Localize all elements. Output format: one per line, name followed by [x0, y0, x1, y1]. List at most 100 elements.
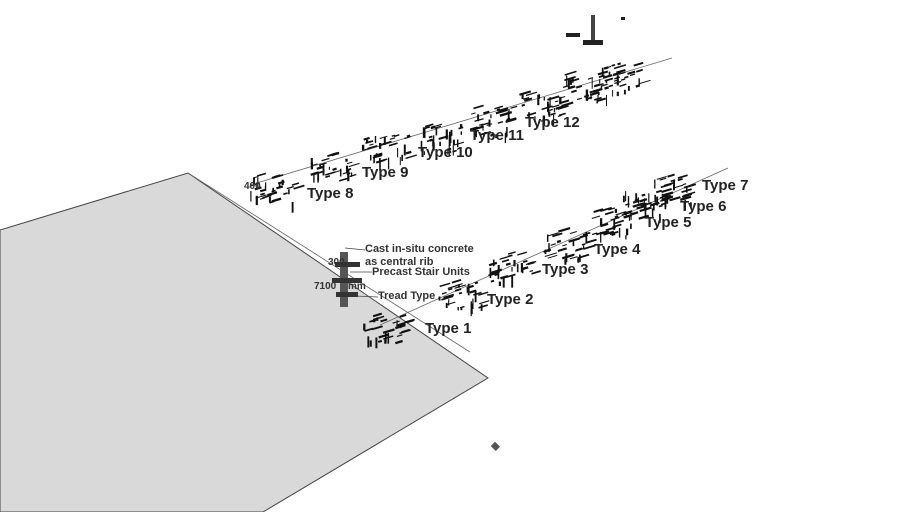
tread-mark — [543, 248, 552, 253]
tread-mark — [439, 282, 451, 288]
tread-mark — [425, 125, 431, 130]
tread-mark — [641, 193, 646, 197]
tread-mark — [608, 84, 614, 88]
tread-mark — [325, 175, 331, 178]
tread-cluster[interactable] — [519, 90, 574, 126]
tread-mark — [405, 154, 418, 160]
tread-mark — [613, 64, 627, 70]
tread-mark — [406, 319, 414, 324]
tread-cluster[interactable] — [622, 191, 674, 223]
tread-mark — [659, 177, 667, 181]
tread-mark — [469, 289, 477, 294]
tread-mark — [589, 90, 594, 94]
tread-mark — [558, 227, 571, 233]
tread-mark — [615, 211, 627, 216]
tread-mark — [338, 177, 348, 182]
tread-cluster[interactable] — [469, 104, 518, 144]
label-type-11: Type 11 — [470, 127, 524, 144]
tread-mark — [579, 233, 589, 239]
annotation-central-rib: as central rib — [365, 256, 434, 268]
tread-mark — [404, 136, 411, 140]
tread-mark — [636, 205, 645, 210]
tread-mark — [669, 196, 681, 202]
tread-mark — [470, 112, 476, 115]
tread-mark — [499, 256, 509, 260]
tread-mark — [547, 95, 560, 101]
tread-mark — [473, 104, 484, 110]
tread-mark — [682, 183, 687, 186]
tread-mark — [474, 281, 479, 285]
label-type-8: Type 8 — [307, 185, 354, 202]
tread-mark — [394, 323, 406, 330]
tread-mark — [364, 327, 374, 332]
tread-mark — [550, 243, 556, 246]
tread-cluster[interactable] — [363, 312, 415, 349]
tread-cluster[interactable] — [488, 251, 541, 288]
tread-mark — [581, 243, 586, 246]
tread-cluster[interactable] — [438, 278, 490, 317]
tread-mark — [441, 295, 454, 301]
tread-cluster[interactable] — [250, 172, 305, 213]
tread-mark — [459, 305, 465, 309]
annotation-precast-stair-units: Precast Stair Units — [372, 266, 470, 278]
tread-cluster[interactable] — [310, 151, 360, 183]
tread-mark — [583, 244, 596, 250]
tread-mark — [587, 77, 592, 80]
tread-mark — [575, 85, 583, 89]
tread-mark — [260, 192, 266, 196]
tread-cluster[interactable] — [597, 61, 651, 97]
dimension-300: 300 — [328, 257, 345, 268]
tread-cluster[interactable] — [562, 70, 609, 107]
tread-mark — [575, 236, 582, 240]
guide-line-upper — [249, 57, 673, 186]
tread-cluster[interactable] — [591, 206, 639, 243]
tread-cluster[interactable] — [543, 227, 597, 265]
tread-mark — [501, 259, 510, 263]
tread-mark — [526, 111, 537, 117]
tread-cluster[interactable] — [361, 134, 418, 171]
tread-mark — [544, 252, 557, 257]
tread-mark — [377, 339, 383, 343]
tread-mark — [636, 68, 643, 73]
tread-mark — [593, 208, 604, 214]
tread-mark — [291, 182, 300, 186]
tread-mark — [608, 207, 615, 211]
tread-mark — [640, 201, 652, 207]
tread-mark — [254, 186, 262, 191]
tread-mark — [638, 214, 650, 220]
tread-mark — [424, 123, 434, 128]
tread-mark — [372, 154, 383, 159]
central-stair-unit[interactable] — [332, 252, 362, 307]
tread-mark — [550, 112, 556, 116]
tread-mark — [510, 105, 518, 109]
tread-mark — [380, 318, 388, 323]
tread-mark — [638, 79, 651, 85]
tread-mark — [667, 173, 675, 178]
tread-mark — [617, 62, 622, 66]
tread-mark — [623, 210, 633, 215]
tread-mark — [582, 231, 591, 236]
tread-mark — [525, 260, 537, 266]
label-type-9: Type 9 — [362, 164, 409, 181]
tread-cluster[interactable] — [420, 123, 465, 156]
label-type-3: Type 3 — [542, 261, 589, 278]
tread-cluster[interactable] — [654, 173, 697, 211]
tread-mark — [276, 185, 284, 190]
tread-mark — [271, 175, 278, 179]
tread-mark — [589, 91, 600, 97]
tread-mark — [430, 126, 436, 130]
tread-mark — [638, 198, 648, 203]
tread-mark — [616, 68, 626, 74]
tread-mark — [612, 223, 622, 229]
tread-mark — [600, 222, 609, 228]
tread-mark — [348, 162, 360, 168]
tread-mark — [382, 328, 395, 334]
label-type-4: Type 4 — [594, 241, 641, 258]
tread-mark — [445, 301, 456, 306]
tread-mark — [564, 70, 577, 76]
tread-mark — [441, 291, 447, 295]
tread-mark — [624, 75, 629, 79]
tread-mark — [614, 215, 619, 219]
